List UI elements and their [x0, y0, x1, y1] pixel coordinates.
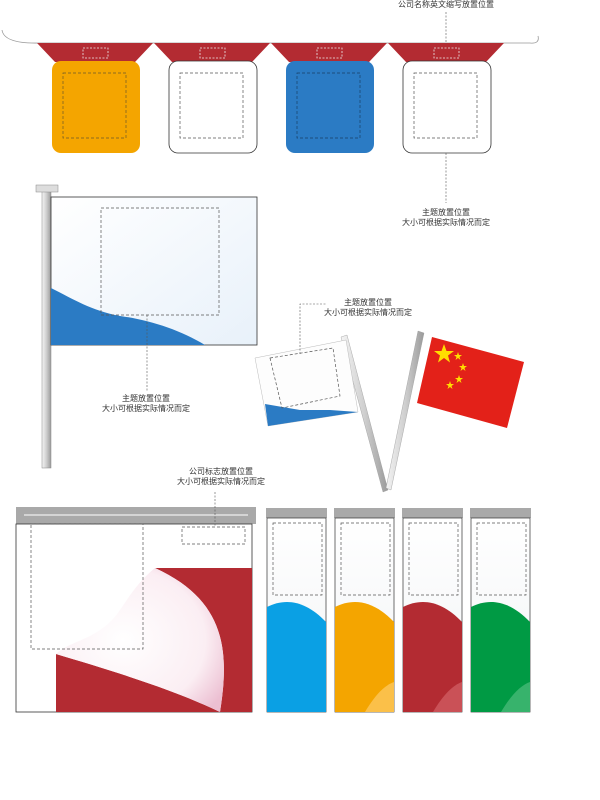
flagpole: [41, 189, 52, 469]
hand-flag-theme-label: 主题放置位置 大小可根据实际情况而定: [318, 298, 418, 318]
star-icon: [459, 363, 467, 371]
theme-label-line1: 主题放置位置: [422, 208, 470, 217]
star-icon: [454, 352, 462, 360]
logo-placement-label: 公司标志放置位置 大小可根据实际情况而定: [170, 467, 272, 487]
wide-banner: [15, 492, 256, 713]
bunting-string: [1, 29, 539, 44]
vertical-banner-sky: [266, 508, 327, 713]
star-icon: [434, 344, 454, 363]
theme-label-line2: 大小可根据实际情况而定: [324, 308, 412, 317]
bunting-flag-orange: [37, 43, 153, 153]
theme-label-line1: 主题放置位置: [122, 394, 170, 403]
theme-label-line2: 大小可根据实际情况而定: [402, 218, 490, 227]
logo-label-line1: 公司标志放置位置: [189, 467, 253, 476]
pole-flag-theme-label: 主题放置位置 大小可根据实际情况而定: [96, 394, 196, 414]
vertical-banner-red: [402, 508, 463, 713]
pole-flag: [35, 184, 258, 469]
abbr-placement-label: 公司名称英文缩写放置位置: [398, 0, 494, 9]
hand-flags: [254, 303, 524, 493]
vertical-banner-green: [470, 508, 531, 713]
bunting-flag-white-1: [154, 43, 270, 154]
logo-label-line2: 大小可根据实际情况而定: [177, 477, 265, 486]
china-flag: [417, 337, 524, 428]
bunting-theme-label: 主题放置位置 大小可根据实际情况而定: [396, 208, 496, 228]
star-icon: [446, 381, 454, 389]
star-icon: [455, 375, 463, 383]
theme-label-line2: 大小可根据实际情况而定: [102, 404, 190, 413]
bunting-flag-blue: [271, 43, 387, 153]
bunting-flag-white-2: [388, 43, 504, 154]
theme-label-line1: 主题放置位置: [344, 298, 392, 307]
vertical-banner-orange: [334, 508, 395, 713]
flagpole-cap: [35, 184, 59, 193]
